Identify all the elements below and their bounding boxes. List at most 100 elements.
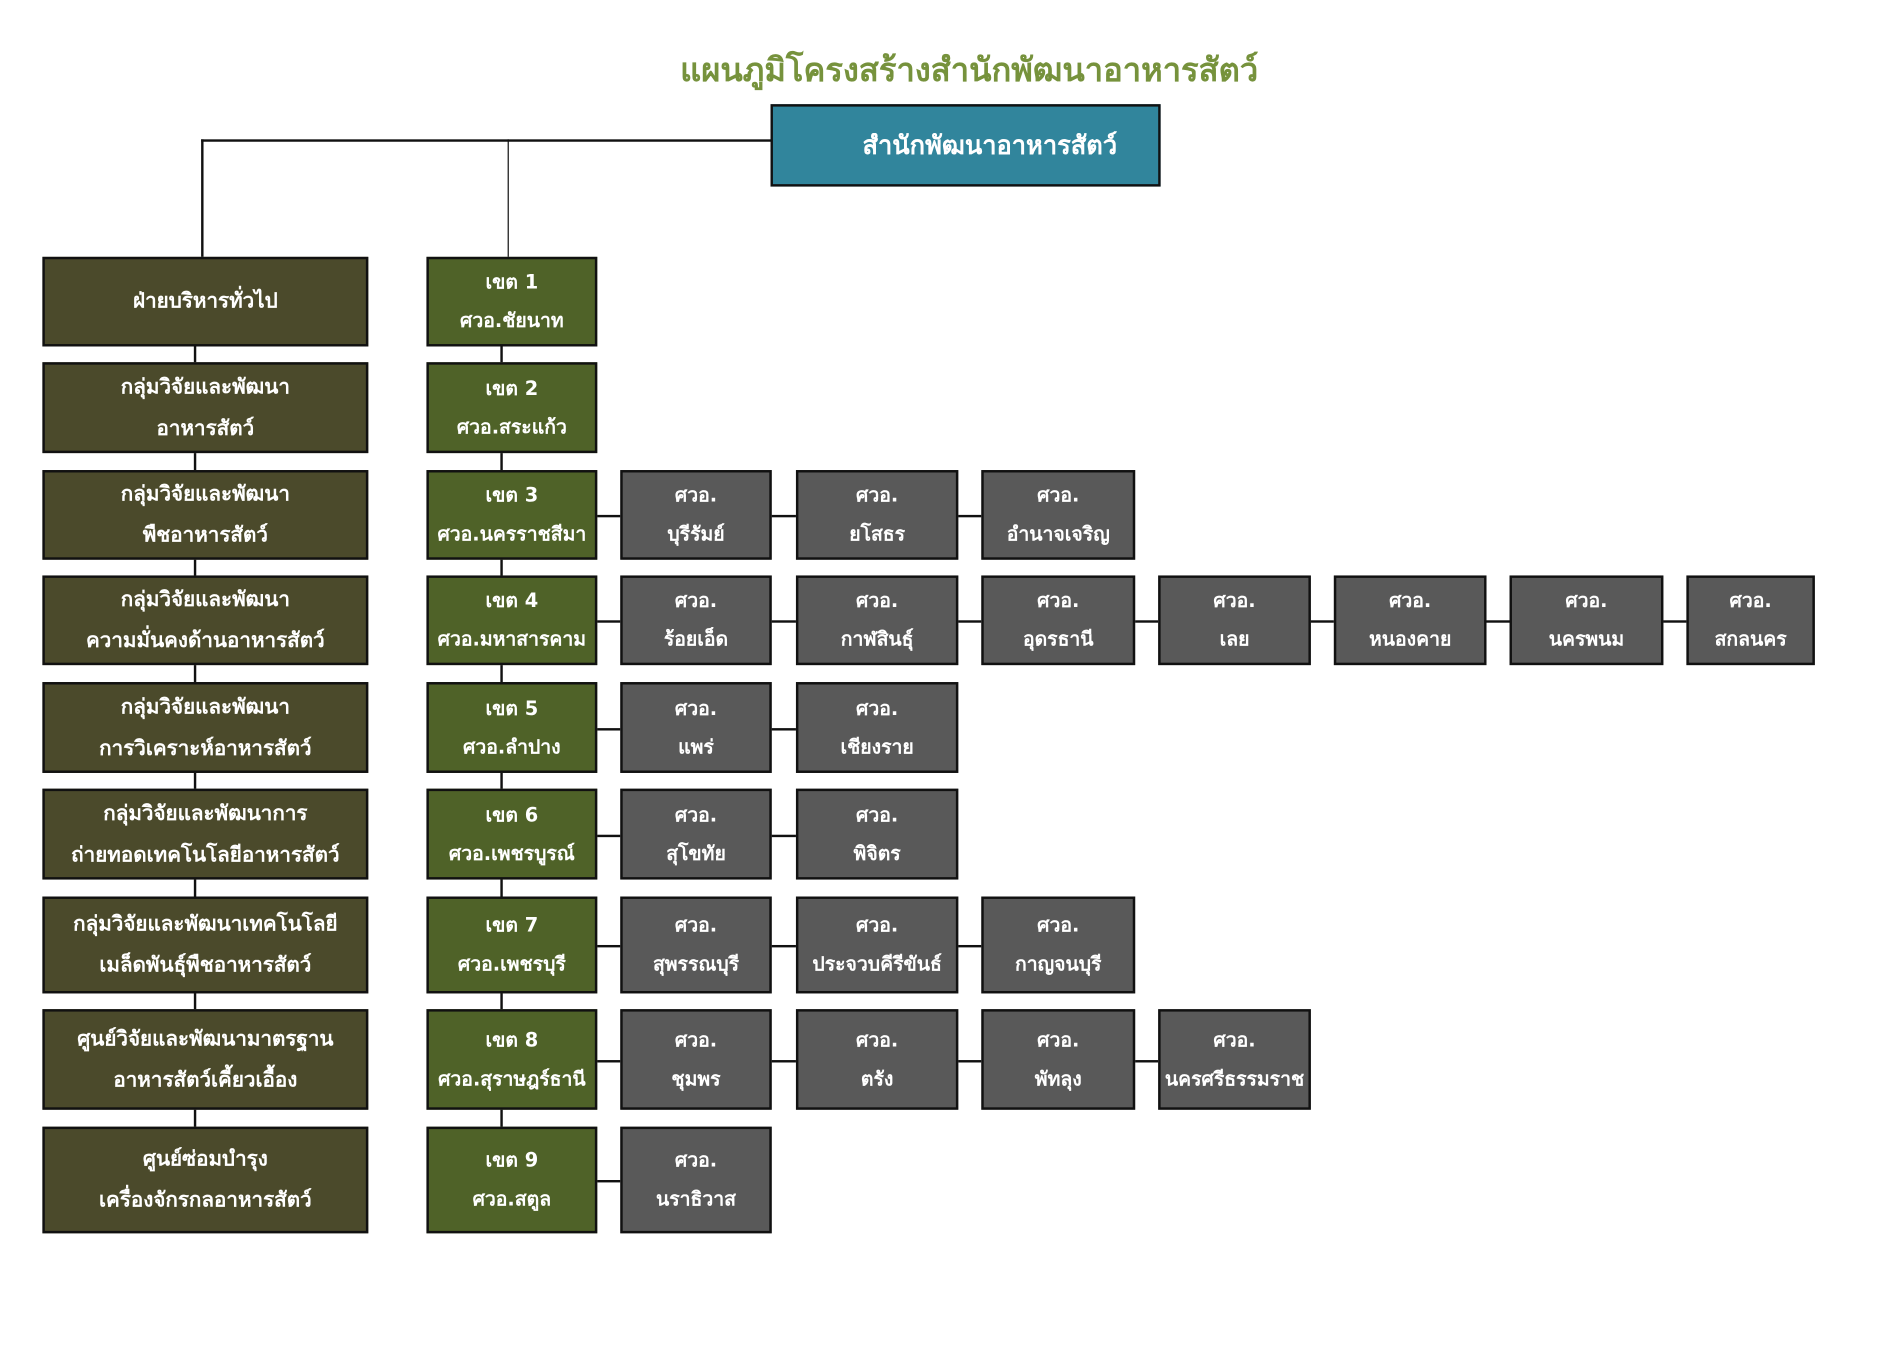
center-node: ศวอ.อำนาจเจริญ	[981, 470, 1136, 560]
node-label-line: ศวอ.เพชรบูรณ์	[448, 841, 575, 865]
connector-line	[771, 944, 796, 948]
center-node: ศวอ. หนองคาย	[1333, 575, 1487, 666]
node-label-line: กลุ่มวิจัยและพัฒนาเทคโนโลยี	[73, 912, 338, 937]
node-label-line: กลุ่มวิจัยและพัฒนา	[120, 482, 290, 507]
center-node: ศวอ. ชุมพร	[620, 1009, 772, 1110]
connector-line	[597, 834, 621, 838]
node-label-line: ศวอ.ลำปาง	[463, 734, 561, 758]
center-node: ศวอ. นครพนม	[1509, 575, 1664, 666]
division-node: กลุ่มวิจัยและพัฒนาความมั่นคงด้านอาหารสัต…	[42, 575, 369, 666]
node-label-line: พืชอาหารสัตว์	[142, 523, 268, 548]
node-label-line: ชุมพร	[671, 1066, 721, 1090]
center-node: ศวอ.สุพรรณบุรี	[620, 896, 772, 994]
node-label-line: ศวอ.	[856, 802, 899, 826]
connector-line	[1310, 620, 1334, 623]
node-label-line: ศวอ.	[1565, 588, 1608, 612]
node-label-line: ศวอ.	[1213, 1027, 1256, 1051]
node-label-line: ศวอ.	[1389, 588, 1432, 612]
node-label-line: นราธิวาส	[656, 1187, 736, 1211]
connector-line	[597, 514, 621, 518]
node-label-line: ร้อยเอ็ด	[663, 627, 729, 651]
node-label-line: เครื่องจักรกลอาหารสัตว์	[99, 1188, 312, 1213]
connector-line	[771, 728, 796, 731]
division-node: กลุ่มวิจัยและพัฒนาการวิเคราะห์อาหารสัตว์	[42, 682, 369, 773]
center-node: ศวอ.อุดรธานี	[981, 575, 1136, 666]
connector-line	[958, 620, 982, 623]
center-node: ศวอ. พัทลุง	[981, 1009, 1136, 1110]
node-label-line: ศวอ.	[674, 1027, 718, 1051]
connector-line	[500, 993, 503, 1010]
connector-line	[507, 139, 509, 257]
node-label-line: ศวอ.	[856, 588, 899, 612]
node-label-line: เขต 1	[485, 270, 539, 294]
connector-line	[771, 1060, 796, 1063]
node-label-line: พัทลุง	[1034, 1066, 1082, 1090]
center-node: ศวอ.ประจวบคีรีขันธ์	[795, 896, 959, 994]
connector-line	[193, 993, 197, 1010]
division-node: ฝ่ายบริหารทั่วไป	[42, 256, 369, 347]
node-label-line: หนองคาย	[1369, 627, 1452, 651]
node-label-line: นครพนม	[1548, 627, 1625, 651]
node-label-line: ศวอ.	[1037, 483, 1080, 507]
center-node: ศวอ.นราธิวาส	[620, 1126, 772, 1234]
division-node: กลุ่มวิจัยและพัฒนาพืชอาหารสัตว์	[42, 470, 369, 560]
node-label-line: ศวอ.	[1037, 1027, 1080, 1051]
center-node: ศวอ. ตรัง	[795, 1009, 959, 1110]
node-label-line: พิจิตร	[853, 841, 901, 865]
connector-line	[958, 1060, 982, 1063]
node-label-line: ศวอ.	[856, 1027, 899, 1051]
center-node: ศวอ.แพร่	[620, 682, 772, 773]
connector-line	[597, 944, 621, 948]
region-node: เขต 3 ศวอ.นครราชสีมา	[426, 470, 598, 560]
node-label-line: กลุ่มวิจัยและพัฒนา	[120, 587, 290, 612]
connector-line	[201, 139, 771, 142]
connector-line	[500, 346, 503, 363]
node-label-line: อาหารสัตว์	[156, 416, 255, 441]
node-label-line: สุพรรณบุรี	[652, 952, 740, 976]
chart-title: แผนภูมิโครงสร้างสำนักพัฒนาอาหารสัตว์	[680, 52, 1259, 90]
node-label-line: ศวอ.สุราษฎร์ธานี	[438, 1066, 586, 1090]
node-label-line: ศวอ.นครราชสีมา	[437, 522, 587, 546]
center-node: ศวอ.กาญจนบุรี	[981, 896, 1136, 994]
connector-line	[771, 514, 796, 518]
node-label-line: เขต 6	[485, 802, 539, 826]
connector-line	[771, 834, 796, 838]
connector-line	[500, 879, 503, 897]
node-label-line: อาหารสัตว์เคี้ยวเอื้อง	[113, 1067, 298, 1093]
connector-line	[500, 772, 503, 789]
node-label-line: บุรีรัมย์	[667, 522, 725, 546]
node-label-line: กลุ่มวิจัยและพัฒนาการ	[103, 801, 308, 826]
connector-line	[193, 1109, 197, 1127]
connector-line	[193, 453, 197, 471]
center-node: ศวอ.สุโขทัย	[620, 788, 772, 880]
node-label-line: นครศรีธรรมราช	[1164, 1066, 1305, 1090]
connector-line	[597, 1180, 621, 1183]
node-label-line: ศวอ.	[856, 913, 899, 937]
node-label-line: เขต 2	[485, 376, 539, 400]
node-label-line: เชียงราย	[840, 734, 914, 758]
node-label-line: ศวอ.สระแก้ว	[456, 414, 567, 438]
root-node: สำนักพัฒนาอาหารสัตว์	[770, 104, 1161, 187]
connector-line	[1135, 1060, 1159, 1063]
division-node: กลุ่มวิจัยและพัฒนาอาหารสัตว์	[42, 362, 369, 454]
node-label-line: ศวอ.	[1037, 588, 1080, 612]
connector-line	[1663, 620, 1687, 623]
region-node: เขต 6 ศวอ.เพชรบูรณ์	[426, 788, 598, 880]
node-label-line: เขต 3	[485, 483, 539, 507]
division-node: กลุ่มวิจัยและพัฒนาการถ่ายทอดเทคโนโลยีอาห…	[42, 788, 369, 880]
node-label-line: เมล็ดพันธุ์พืชอาหารสัตว์	[99, 953, 312, 978]
node-label-line: ตรัง	[860, 1066, 894, 1090]
node-label-line: ความมั่นคงด้านอาหารสัตว์	[86, 628, 325, 653]
connector-line	[771, 620, 796, 623]
connector-line	[193, 559, 197, 576]
center-node: ศวอ. พิจิตร	[795, 788, 959, 880]
connector-line	[500, 453, 503, 471]
connector-line	[597, 1060, 621, 1063]
node-label-line: กาญจนบุรี	[1015, 952, 1102, 976]
node-label-line: ศวอ.มหาสารคาม	[437, 627, 587, 651]
